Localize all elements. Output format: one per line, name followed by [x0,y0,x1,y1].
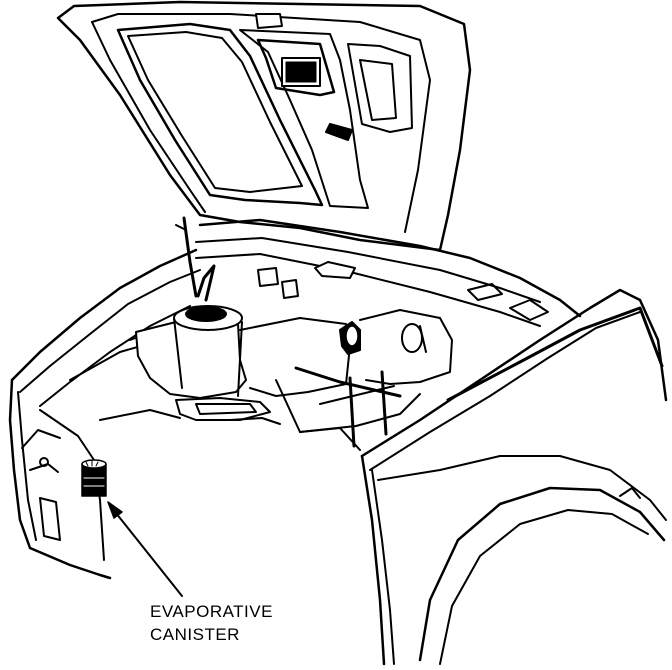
evaporative-canister [81,459,107,497]
cowl-and-firewall [195,218,582,327]
hood [56,0,472,298]
front-body [8,248,668,666]
callout-arrow [107,501,183,597]
callout-label-line2: CANISTER [150,625,240,644]
engine-bay [69,264,453,451]
callout-label-line1: EVAPORATIVE [150,602,273,621]
